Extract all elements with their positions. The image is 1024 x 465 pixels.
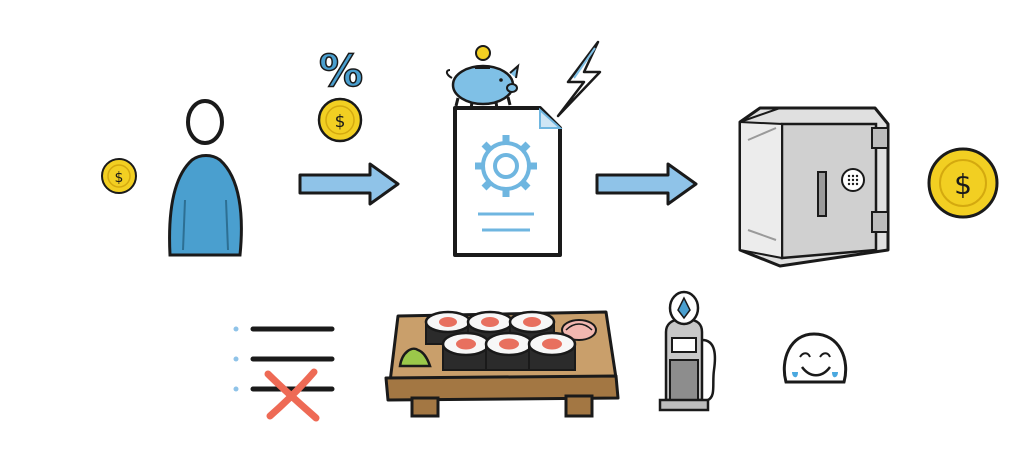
person-icon xyxy=(168,99,243,257)
list-crossed-icon xyxy=(233,326,335,422)
coin-symbol: $ xyxy=(115,170,124,186)
sushi-roll-front xyxy=(441,331,577,371)
arrow-right-icon-1 xyxy=(298,162,400,206)
ginger-icon xyxy=(561,319,597,341)
percent-symbol: % xyxy=(319,46,363,97)
percent-icon: % xyxy=(318,45,364,98)
gas-pump-icon xyxy=(658,290,717,412)
safe-icon xyxy=(738,106,890,268)
wasabi-icon xyxy=(398,347,432,368)
document-gear-icon xyxy=(453,106,563,257)
coin-symbol: $ xyxy=(954,168,972,201)
coin-icon-large-right: $ xyxy=(927,147,999,219)
gear-icon xyxy=(475,135,537,197)
coin-icon-top: $ xyxy=(317,97,363,143)
coin-icon-small-left: $ xyxy=(101,158,137,194)
piggy-bank-icon xyxy=(445,45,520,110)
arrow-right-icon-2 xyxy=(595,162,698,206)
coin-symbol: $ xyxy=(335,112,346,132)
smiley-face-icon xyxy=(782,332,848,384)
lightning-icon xyxy=(556,40,602,118)
sushi-tray-icon xyxy=(384,310,620,418)
cross-icon xyxy=(264,368,320,422)
